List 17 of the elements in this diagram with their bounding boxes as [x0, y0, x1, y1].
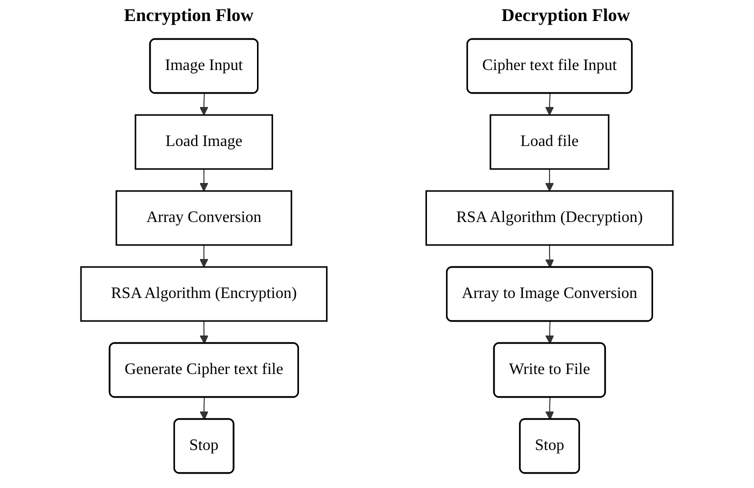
arrow	[200, 168, 208, 192]
arrow	[545, 93, 554, 116]
arrow	[200, 244, 208, 268]
arrow	[200, 320, 208, 344]
column-heading: Encryption Flow	[124, 4, 254, 26]
arrow	[545, 321, 554, 344]
arrow	[545, 168, 554, 192]
node-box: RSA Algorithm (Encryption)	[80, 266, 328, 322]
column-heading: Decryption Flow	[502, 4, 630, 26]
node-box: Array Conversion	[116, 190, 292, 246]
node-box: RSA Algorithm (Decryption)	[426, 190, 674, 246]
arrow	[200, 397, 208, 420]
arrow	[545, 244, 554, 268]
arrow	[200, 93, 208, 116]
node-box: Load Image	[134, 114, 274, 170]
node-box: Load file	[490, 114, 610, 170]
arrow	[545, 397, 554, 420]
